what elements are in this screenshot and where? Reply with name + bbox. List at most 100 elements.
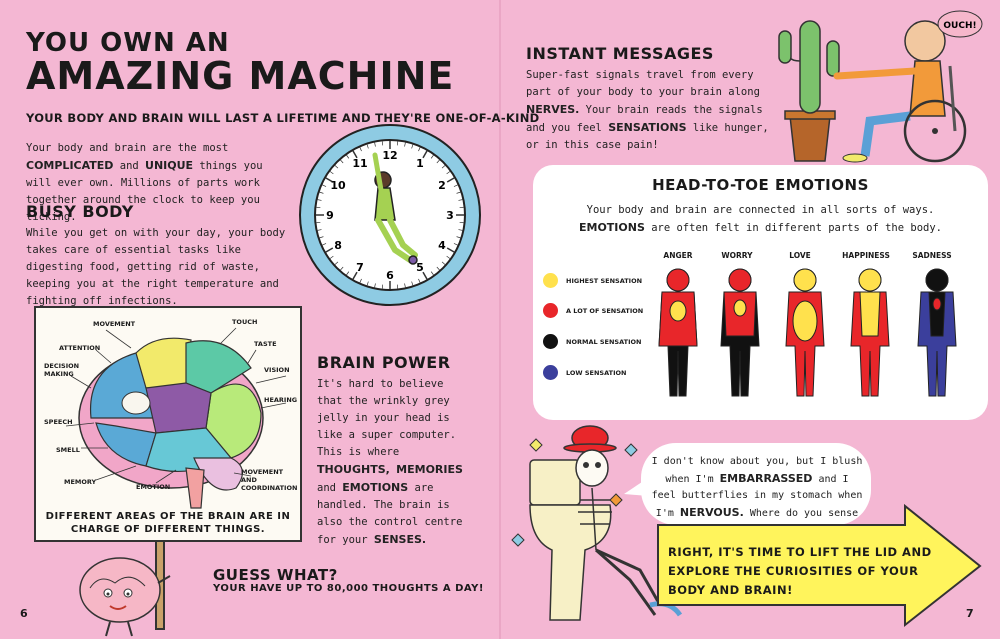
clock-tick bbox=[334, 165, 339, 169]
clock-tick bbox=[446, 171, 451, 175]
legend-a-lot: A LOT OF SENSATION bbox=[543, 303, 643, 318]
clock-tick bbox=[374, 142, 376, 147]
brain-power-heading: BRAIN POWER bbox=[317, 353, 451, 372]
instant-messages-text: Super-fast signals travel from every par… bbox=[526, 69, 769, 151]
label-attention: ATTENTION bbox=[59, 344, 101, 352]
clock-tick bbox=[359, 147, 362, 152]
clock-tick bbox=[441, 165, 446, 169]
clock-tick bbox=[430, 271, 434, 276]
emotion-label-love: LOVE bbox=[789, 251, 811, 260]
label-emotion: EMOTION bbox=[136, 483, 171, 491]
speech-bubble bbox=[641, 443, 871, 525]
label-speech: SPEECH bbox=[44, 418, 73, 426]
page-number-left: 6 bbox=[20, 607, 28, 620]
clock-tick bbox=[346, 271, 350, 276]
clock-tick bbox=[322, 243, 327, 246]
legend-low: LOW SENSATION bbox=[543, 365, 626, 380]
clock-tick bbox=[446, 177, 455, 183]
clock-number: 10 bbox=[330, 179, 346, 192]
arrow-text: RIGHT, IT'S TIME TO LIFT THE LID AND EXP… bbox=[668, 545, 932, 597]
clock-tick bbox=[458, 229, 463, 231]
cactus-wheelchair-illustration: OUCH! bbox=[778, 10, 983, 163]
page-gutter bbox=[499, 0, 501, 639]
label-movement: MOVEMENT bbox=[93, 320, 136, 328]
emotion-label-happiness: HAPPINESS bbox=[842, 251, 890, 260]
emotion-body-maps bbox=[658, 268, 957, 397]
clock-tick bbox=[458, 199, 463, 201]
clock-tick bbox=[340, 159, 344, 164]
clock-tick bbox=[446, 247, 455, 253]
clock-tick bbox=[436, 266, 440, 271]
clock-number: 9 bbox=[326, 209, 334, 222]
clock-tick bbox=[430, 154, 434, 159]
label-smell: SMELL bbox=[56, 446, 80, 454]
clock-tick bbox=[374, 283, 376, 288]
busy-body-heading: BUSY BODY bbox=[26, 202, 134, 221]
clock-number: 7 bbox=[356, 261, 364, 274]
clock-tick bbox=[446, 255, 451, 259]
clock-tick bbox=[325, 177, 334, 183]
clock-tick bbox=[329, 255, 334, 259]
clock-tick bbox=[359, 278, 362, 283]
clock-tick bbox=[404, 283, 406, 288]
clock-number: 3 bbox=[446, 209, 454, 222]
instant-messages-heading: INSTANT MESSAGES bbox=[526, 44, 714, 63]
clock-tick bbox=[317, 229, 322, 231]
clock-tick bbox=[322, 184, 327, 187]
label-touch: TOUCH bbox=[232, 318, 258, 326]
ouch-label: OUCH! bbox=[943, 21, 976, 31]
clock-tick bbox=[319, 236, 324, 239]
clock-tick bbox=[418, 278, 421, 283]
clock-tick bbox=[366, 144, 369, 149]
clock-tick bbox=[418, 147, 421, 152]
clock-tick bbox=[334, 261, 339, 265]
label-movement-coordination: MOVEMENT AND COORDINATION bbox=[241, 468, 298, 492]
clock-tick bbox=[319, 191, 324, 194]
emotion-label-anger: ANGER bbox=[663, 251, 693, 260]
clock-number: 1 bbox=[416, 157, 424, 170]
clock-tick bbox=[325, 247, 334, 253]
clock-tick bbox=[317, 199, 322, 201]
brain-power-text: It's hard to believe that the wrinkly gr… bbox=[317, 378, 463, 546]
title-line-1: YOU OWN AN bbox=[26, 28, 230, 58]
clock-tick bbox=[340, 266, 344, 271]
label-memory: MEMORY bbox=[64, 478, 97, 486]
title-line-2: AMAZING MACHINE bbox=[26, 54, 455, 98]
clock-number: 2 bbox=[438, 179, 446, 192]
emotions-subtitle: Your body and brain are connected in all… bbox=[578, 204, 942, 234]
legend-normal: NORMAL SENSATION bbox=[543, 334, 641, 349]
clock-tick bbox=[411, 144, 414, 149]
emotions-heading: HEAD-TO-TOE EMOTIONS bbox=[652, 176, 869, 194]
clock-number: 6 bbox=[386, 269, 394, 282]
arrow-banner bbox=[657, 503, 982, 628]
clock-tick bbox=[422, 271, 428, 280]
intro-paragraph: Your body and brain are the most COMPLIC… bbox=[26, 142, 263, 223]
clock-number: 12 bbox=[382, 149, 397, 162]
clock-tick bbox=[346, 154, 350, 159]
legend-highest: HIGHEST SENSATION bbox=[543, 273, 642, 288]
brain-sign: MOVEMENT TOUCH ATTENTION TASTE DECISION … bbox=[34, 306, 302, 542]
brain-diagram bbox=[65, 327, 287, 509]
clock-tick bbox=[352, 150, 358, 159]
clock-tick bbox=[422, 150, 428, 159]
clock-tick bbox=[456, 236, 461, 239]
brain-sign-caption: DIFFERENT AREAS OF THE BRAIN ARE IN CHAR… bbox=[45, 511, 291, 535]
guess-what-heading: GUESS WHAT? bbox=[213, 566, 338, 584]
clock-number: 4 bbox=[438, 239, 446, 252]
subtitle: YOUR BODY AND BRAIN WILL LAST A LIFETIME… bbox=[26, 111, 540, 125]
clock-tick bbox=[453, 243, 458, 246]
label-decision-making: DECISION MAKING bbox=[44, 362, 80, 378]
clock-tick bbox=[456, 191, 461, 194]
clock-tick bbox=[329, 171, 334, 175]
busy-body-text: While you get on with your day, your bod… bbox=[26, 227, 286, 307]
guess-what-text: YOUR HAVE UP TO 80,000 THOUGHTS A DAY! bbox=[213, 583, 484, 594]
clock-tick bbox=[441, 261, 446, 265]
clock-number: 8 bbox=[334, 239, 342, 252]
label-hearing: HEARING bbox=[264, 396, 298, 404]
clock-tick bbox=[366, 281, 369, 286]
label-taste: TASTE bbox=[254, 340, 277, 348]
emotion-label-worry: WORRY bbox=[721, 251, 753, 260]
clock-number: 11 bbox=[352, 157, 367, 170]
clock-tick bbox=[453, 184, 458, 187]
label-vision: VISION bbox=[264, 366, 290, 374]
